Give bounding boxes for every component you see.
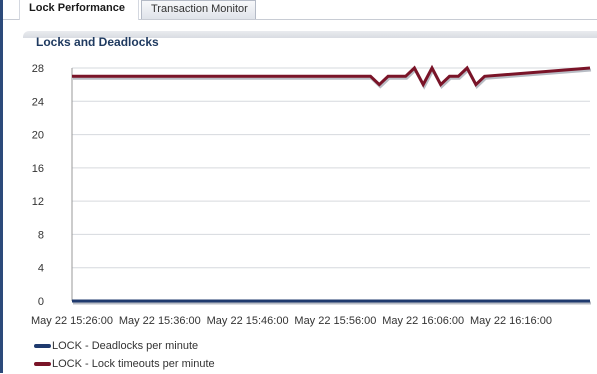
- x-tick-label-5: May 22 16:16:00: [470, 315, 552, 327]
- legend-label-lock-timeouts: LOCK - Lock timeouts per minute: [52, 358, 215, 370]
- chart-legend: LOCK - Deadlocks per minute LOCK - Lock …: [34, 338, 215, 374]
- y-tick-label-12: 12: [32, 196, 44, 208]
- y-tick-label-8: 8: [38, 229, 44, 241]
- x-tick-label-1: May 22 15:36:00: [119, 315, 201, 327]
- x-tick-label-0: May 22 15:26:00: [31, 315, 113, 327]
- x-tick-label-3: May 22 15:56:00: [294, 315, 376, 327]
- y-tick-label-20: 20: [32, 130, 44, 142]
- tab-transaction-monitor[interactable]: Transaction Monitor: [141, 0, 256, 19]
- y-tick-label-24: 24: [32, 96, 44, 108]
- x-tick-label-4: May 22 16:06:00: [382, 315, 464, 327]
- window-left-border: [0, 0, 3, 373]
- tab-lock-performance[interactable]: Lock Performance: [19, 0, 139, 20]
- section-header-bar: [23, 31, 597, 38]
- y-tick-label-4: 4: [38, 263, 44, 275]
- y-tick-label-28: 28: [32, 63, 44, 75]
- legend-label-deadlocks: LOCK - Deadlocks per minute: [52, 340, 199, 352]
- series-shadow-1: [73, 66, 592, 90]
- x-tick-label-2: May 22 15:46:00: [207, 315, 289, 327]
- tab-bar: Lock Performance Transaction Monitor: [3, 0, 597, 20]
- legend-swatch-lock-timeouts: [34, 362, 51, 366]
- y-tick-label-16: 16: [32, 163, 44, 175]
- legend-item-lock-timeouts: LOCK - Lock timeouts per minute: [34, 356, 215, 372]
- y-tick-label-0: 0: [38, 296, 44, 308]
- series-line-1: [72, 64, 591, 88]
- legend-swatch-deadlocks: [34, 344, 51, 348]
- chart-title: Locks and Deadlocks: [36, 35, 159, 49]
- legend-item-deadlocks: LOCK - Deadlocks per minute: [34, 338, 215, 354]
